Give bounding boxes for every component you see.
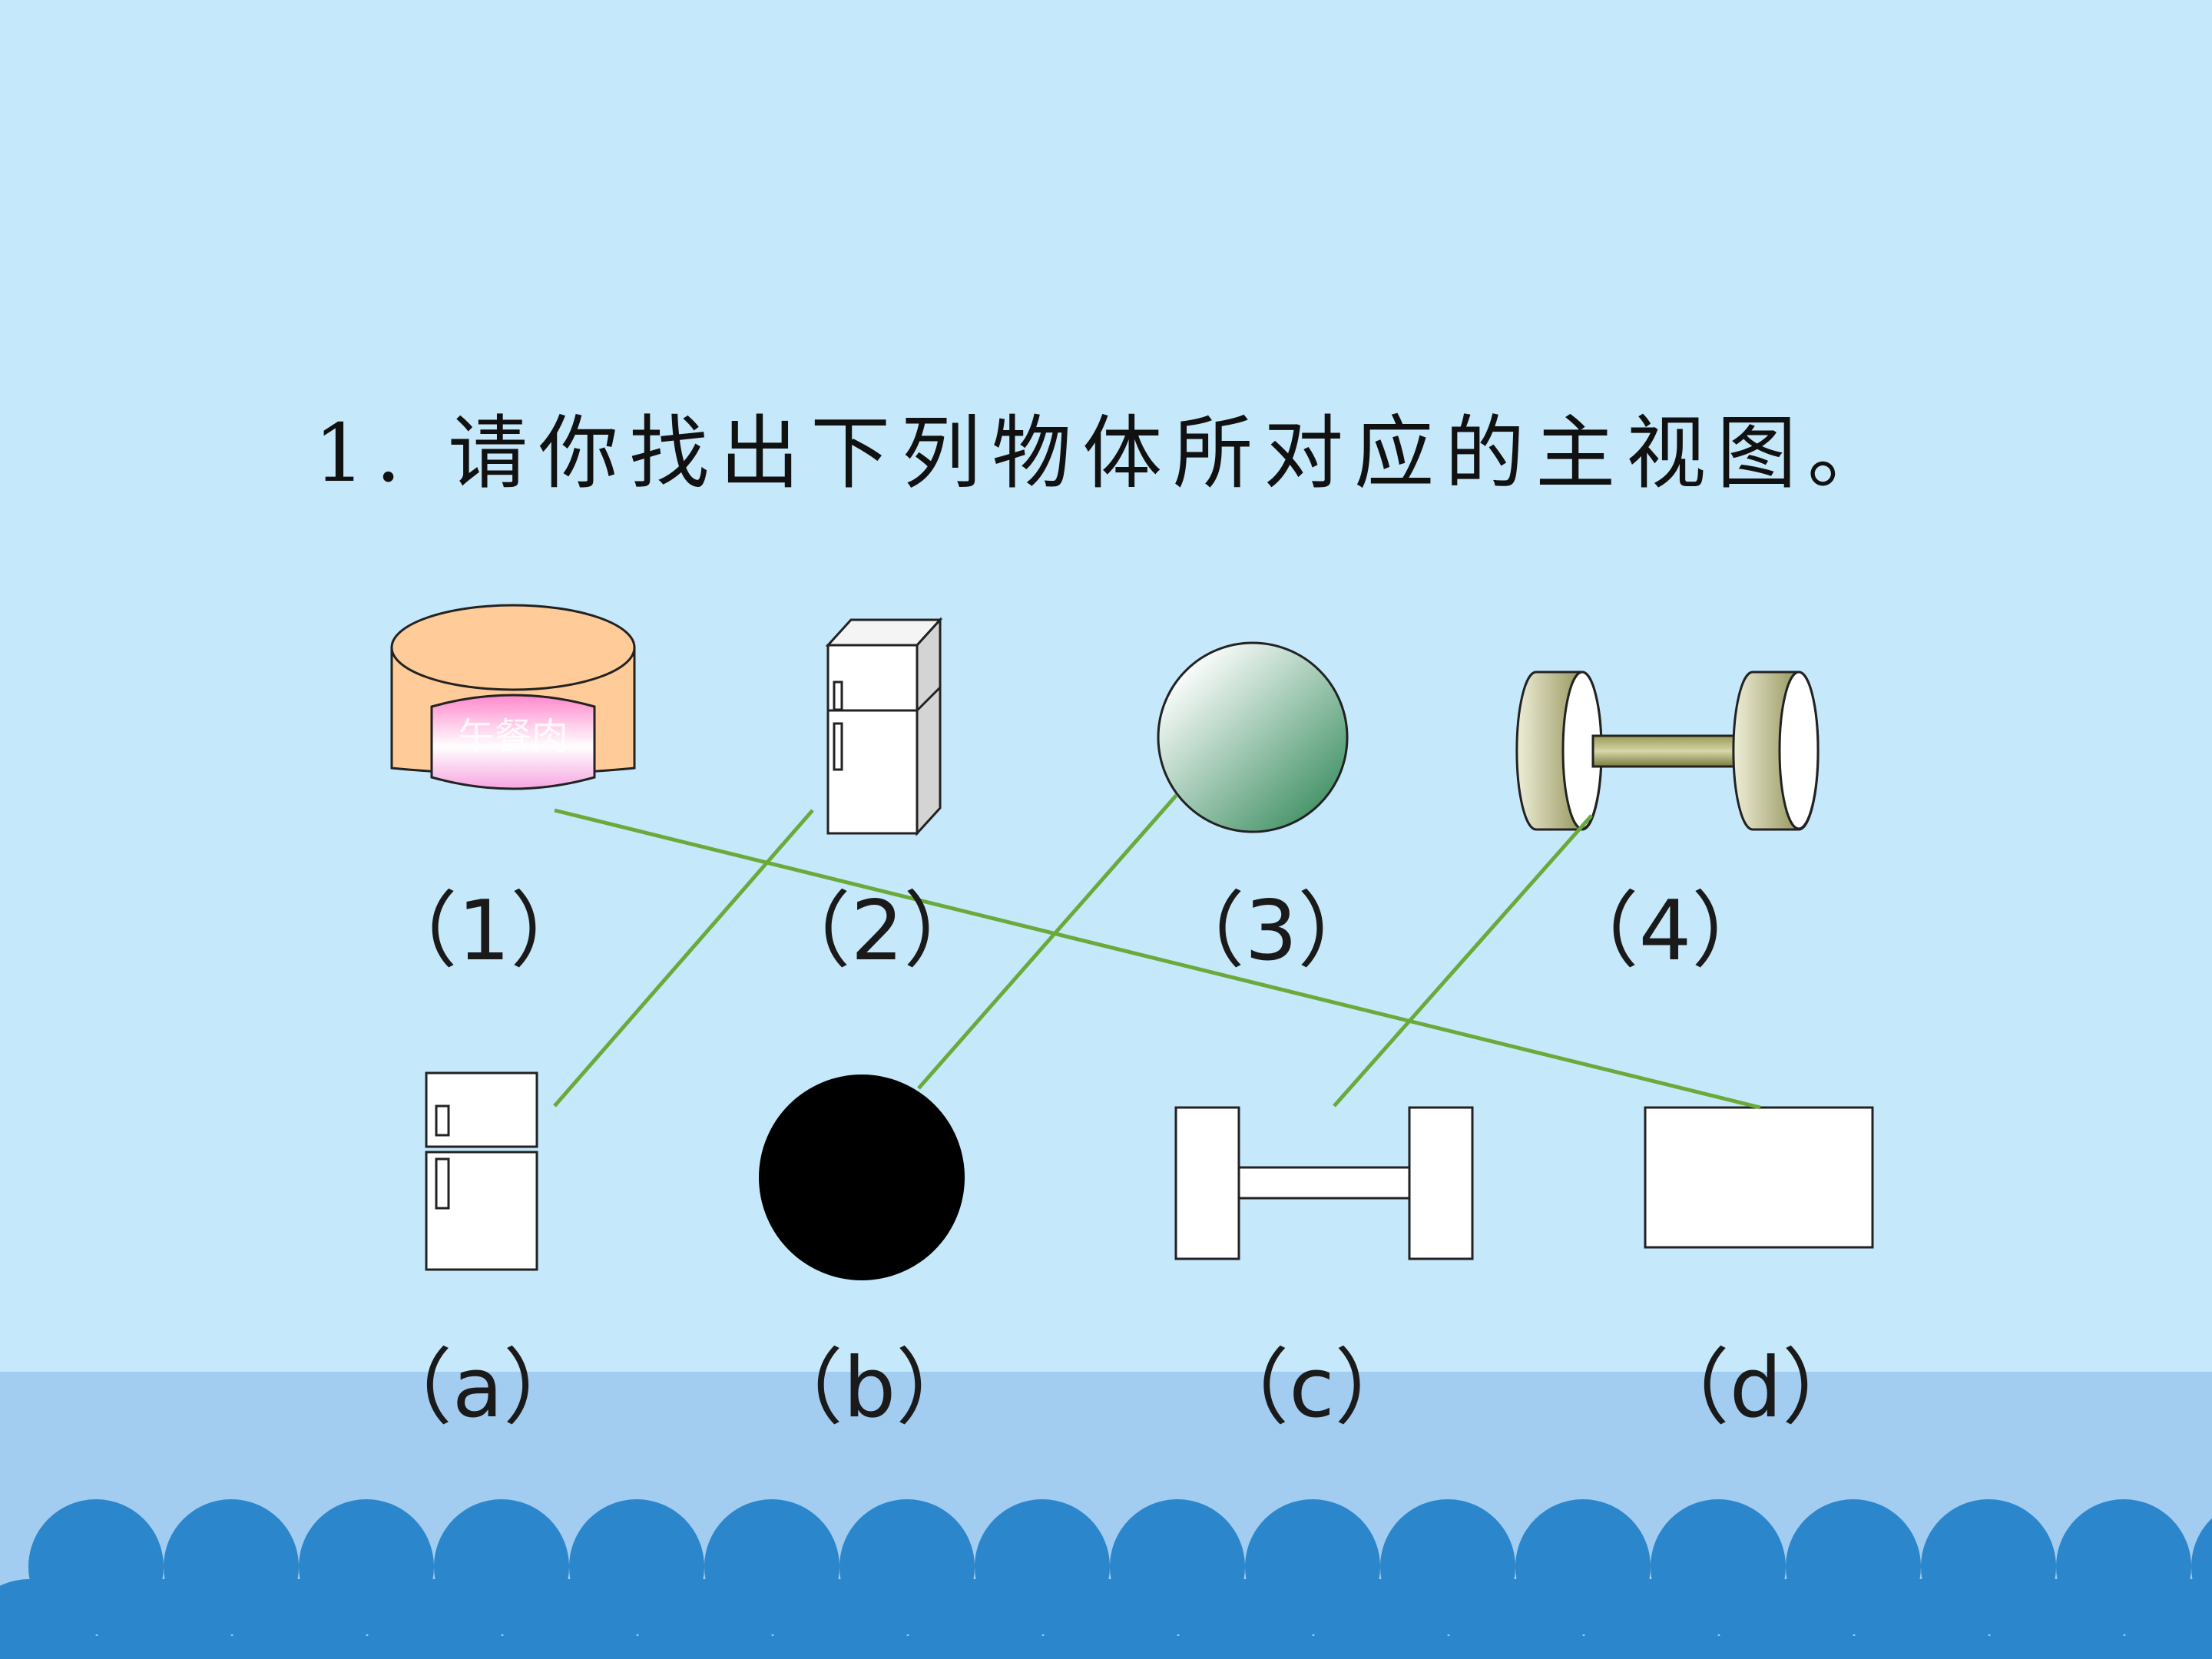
- object-label-4: （4）: [1555, 883, 1775, 979]
- match-line-1-d: [554, 808, 1761, 1110]
- wave-base: [0, 1636, 2212, 1659]
- object-label-1: （1）: [374, 883, 594, 979]
- view-label-a: （a）: [369, 1340, 587, 1436]
- refrigerator-front-view-icon: [425, 1071, 538, 1271]
- object-label-3: （3）: [1161, 883, 1381, 979]
- view-label-d: （d）: [1646, 1340, 1866, 1436]
- canned-meat-cylinder-icon: 午餐肉: [390, 604, 636, 790]
- black-circle-view-icon: [759, 1075, 965, 1280]
- match-line-4-c: [1333, 814, 1593, 1108]
- can-label-text: 午餐肉: [458, 715, 568, 758]
- dumbbell-3d-icon: [1515, 671, 1820, 831]
- ball-sphere-icon: [1157, 641, 1349, 833]
- match-line-2-a: [553, 809, 814, 1108]
- match-line-3-b: [917, 793, 1178, 1090]
- view-label-c: （c）: [1206, 1340, 1418, 1436]
- object-label-2: （2）: [767, 883, 987, 979]
- question-title: 1. 请你找出下列物体所对应的主视图。: [313, 406, 1899, 500]
- dumbbell-front-view-icon: [1174, 1106, 1474, 1260]
- refrigerator-3d-icon: [825, 617, 943, 836]
- rectangle-view-icon: [1644, 1106, 1874, 1249]
- view-label-b: （b）: [760, 1340, 979, 1436]
